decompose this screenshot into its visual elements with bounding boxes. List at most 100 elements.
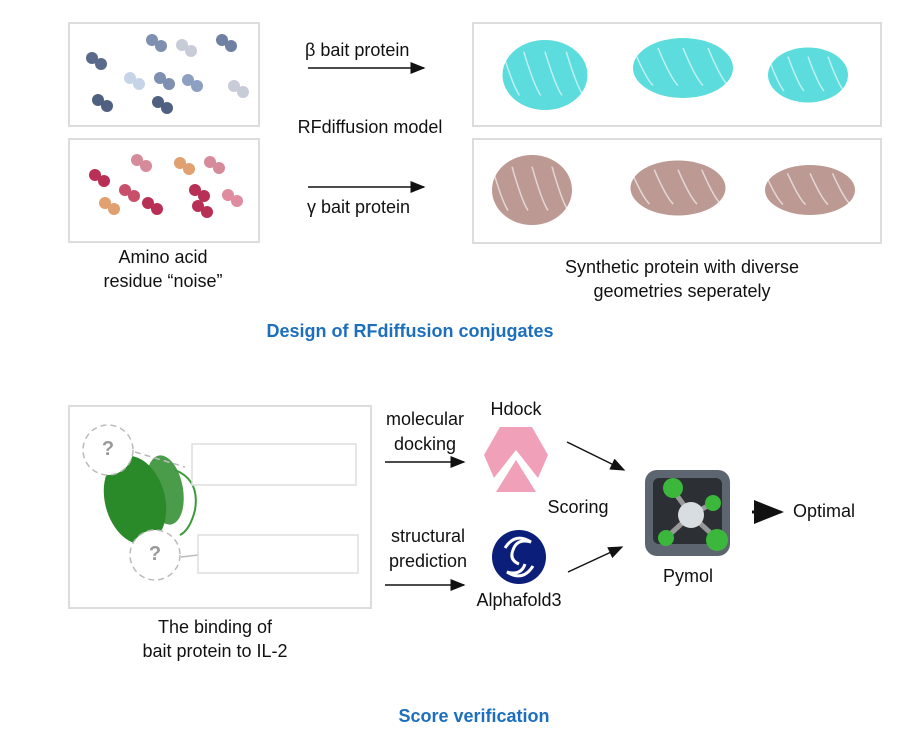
beta-protein-2 [632, 38, 733, 98]
gamma-protein-3-helix [809, 173, 829, 206]
docking-label-2: docking [393, 434, 457, 454]
beta-protein-3-body [768, 47, 848, 103]
residue-dot [86, 52, 98, 64]
residue-dot [151, 203, 163, 215]
gamma-protein-2-body [630, 160, 726, 216]
noise-label-2: residue “noise” [103, 271, 223, 291]
residue-dot [176, 39, 188, 51]
residue-dot [161, 102, 173, 114]
residue-dot [155, 40, 167, 52]
synthetic-label-1: Synthetic protein with diverse [564, 257, 800, 277]
residue-dot [237, 86, 249, 98]
residue-dot [192, 200, 204, 212]
beta-protein-1-body [502, 40, 588, 110]
alphafold-to-pymol-arrow [567, 546, 624, 573]
beta-bait-label: β bait protein [305, 40, 410, 60]
gamma-protein-1-helix [491, 166, 509, 211]
mini-gamma-box [197, 534, 359, 574]
residue-dot [183, 163, 195, 175]
residue-dot [228, 80, 240, 92]
beta-protein-1-helix [565, 51, 584, 96]
residue-dot [182, 74, 194, 86]
il2-protein [103, 455, 197, 545]
gamma-protein-3-body [765, 165, 855, 215]
residue-dot [101, 100, 113, 112]
beta-protein-1-helix [501, 51, 521, 96]
noise-label-1: Amino acid [118, 247, 208, 267]
beta-protein-1-helix [523, 51, 542, 96]
residue-dot [140, 160, 152, 172]
beta-protein-3 [767, 47, 848, 103]
hdock-label: Hdock [490, 399, 542, 419]
residue-dot [231, 195, 243, 207]
question-mark-top: ? [101, 438, 115, 460]
residue-dot [216, 34, 228, 46]
beta-protein-3-helix [767, 56, 785, 92]
gamma-protein-3-helix [786, 173, 807, 206]
gamma-protein-1-helix [551, 166, 569, 211]
beta-protein-2-helix [657, 47, 679, 87]
residue-dot [124, 72, 136, 84]
residue-dot [222, 189, 234, 201]
beta-protein-1-helix [544, 51, 563, 96]
gamma-protein-3-helix [831, 173, 852, 206]
hdock-icon [484, 427, 548, 492]
gamma-protein-2-helix [701, 169, 722, 205]
residue-dot [163, 78, 175, 90]
rfdiffusion-model-label: RFdiffusion model [297, 117, 443, 137]
beta-protein-2-helix [707, 47, 729, 87]
gamma-protein-1-helix [511, 166, 529, 211]
residue-dot [119, 184, 131, 196]
pymol-label: Pymol [662, 566, 714, 586]
beta-protein-2-helix [632, 47, 654, 87]
gamma-protein-3-helix [764, 173, 784, 206]
synthetic-label-2: geometries seperately [593, 281, 771, 301]
residue-dot [213, 162, 225, 174]
beta-protein-3-helix [827, 56, 845, 92]
beta-protein-2-body [633, 38, 733, 98]
residue-dot [99, 197, 111, 209]
beta-protein-3-helix [807, 56, 825, 92]
residue-dot [142, 197, 154, 209]
binding-label-2: bait protein to IL-2 [142, 641, 288, 661]
gamma-protein-2-helix [677, 169, 698, 205]
docking-label-1: molecular [385, 409, 465, 429]
residue-dot [95, 58, 107, 70]
residue-dot [128, 190, 140, 202]
gamma-protein-1-helix [531, 166, 549, 211]
scoring-label: Scoring [547, 497, 609, 517]
binding-label-1: The binding of [157, 617, 273, 637]
residue-dot [98, 175, 110, 187]
gamma-protein-3 [764, 165, 855, 215]
residue-dot [225, 40, 237, 52]
mini-beta-box [191, 443, 357, 486]
gamma-protein-2-helix [653, 169, 674, 205]
residue-dot [154, 72, 166, 84]
residue-dot [152, 96, 164, 108]
gamma-protein-2-helix [629, 169, 651, 205]
residue-dot [174, 157, 186, 169]
beta-protein-3-helix [787, 56, 805, 92]
beta-protein-2-helix [682, 47, 704, 87]
gamma-protein-2 [629, 160, 726, 216]
residue-dot [185, 45, 197, 57]
residue-dot [204, 156, 216, 168]
residue-dot [146, 34, 158, 46]
pymol-icon [645, 470, 730, 556]
residue-dot [133, 78, 145, 90]
residue-dot [92, 94, 104, 106]
score-section-title: Score verification [398, 706, 550, 726]
residue-dot [108, 203, 120, 215]
question-circle-top [82, 424, 134, 476]
residue-dot [191, 80, 203, 92]
beta-protein-1 [501, 40, 588, 110]
question-mark-bottom: ? [148, 543, 162, 565]
gamma-bait-label: γ bait protein [307, 197, 411, 217]
alphafold-icon [492, 530, 546, 584]
design-section-title: Design of RFdiffusion conjugates [266, 321, 554, 341]
question-circle-bottom [129, 529, 181, 581]
residue-dot [198, 190, 210, 202]
optimal-label: Optimal [793, 501, 856, 521]
residue-dot [131, 154, 143, 166]
